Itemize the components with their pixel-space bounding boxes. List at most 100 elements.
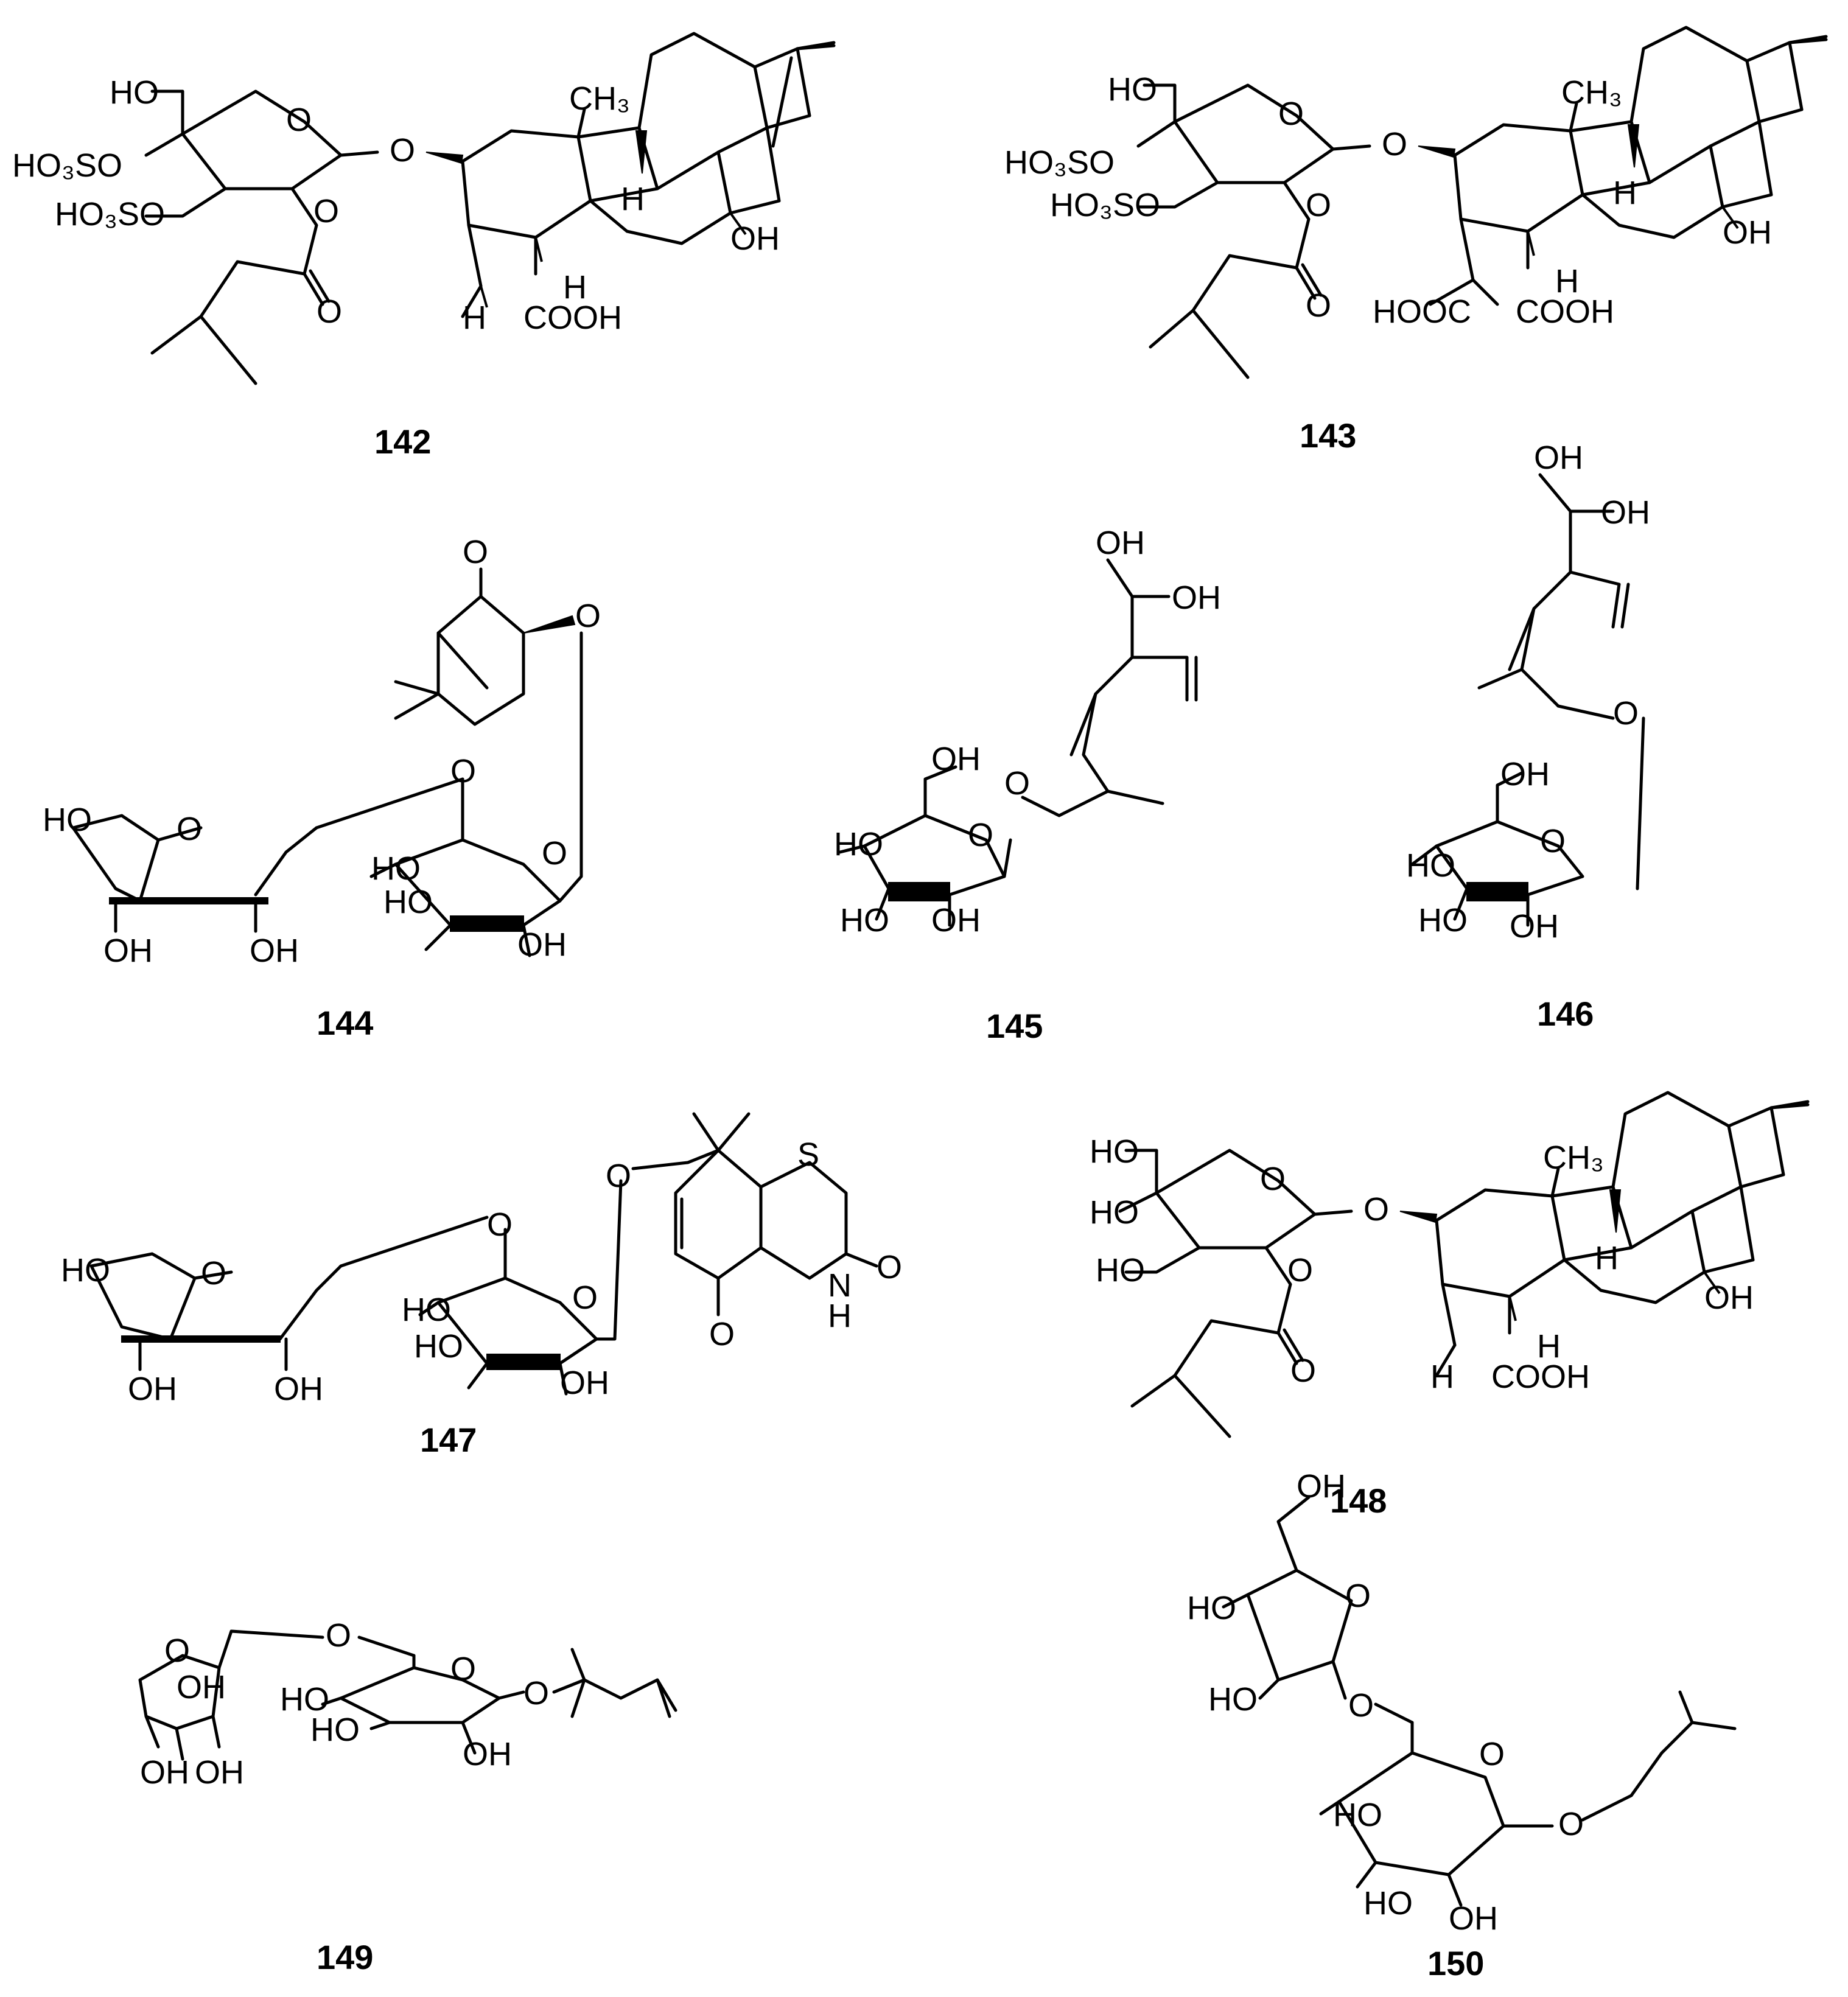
atom-HO: HO bbox=[402, 1292, 451, 1328]
structure-145: OH OH O OH O HO HO OH 145 bbox=[834, 525, 1221, 1045]
atom-HO: HO bbox=[1208, 1681, 1258, 1718]
atom-COOH: COOH bbox=[523, 299, 622, 336]
atom-OH: OH bbox=[140, 1754, 189, 1791]
atom-HO: HO bbox=[834, 826, 883, 862]
atom-O: O bbox=[164, 1632, 190, 1669]
structure-142: HO O HO₃SO HO₃SO O O O CH₃ H OH H H COOH… bbox=[12, 32, 836, 461]
atom-OH: OH bbox=[128, 1371, 177, 1407]
structure-147: HO O OH OH O O HO HO OH O S N H O O 147 bbox=[61, 1112, 902, 1459]
atom-OH: OH bbox=[195, 1754, 244, 1791]
compound-label-147: 147 bbox=[420, 1421, 477, 1459]
atom-OH: OH bbox=[1704, 1279, 1754, 1316]
atom-O: O bbox=[1345, 1578, 1371, 1614]
atom-O: O bbox=[326, 1617, 351, 1654]
atom-H: H bbox=[1537, 1328, 1561, 1365]
atom-HO: HO bbox=[1090, 1194, 1139, 1231]
atom-OH: OH bbox=[250, 932, 299, 969]
atom-O: O bbox=[1540, 823, 1566, 859]
structure-143: HO O HO₃SO HO₃SO O O O CH₃ H OH H HOOC C… bbox=[1004, 26, 1828, 455]
atom-HO: HO bbox=[1096, 1252, 1145, 1289]
structure-146: OH OH O OH O HO HO OH 146 bbox=[1406, 439, 1650, 1033]
atom-HO: HO bbox=[1333, 1797, 1382, 1833]
atom-H: H bbox=[1595, 1240, 1619, 1276]
atom-OH: OH bbox=[463, 1736, 512, 1772]
atom-O: O bbox=[390, 132, 415, 169]
atom-O: O bbox=[1278, 96, 1304, 132]
compound-label-149: 149 bbox=[317, 1938, 373, 1976]
atom-HO3SO: HO₃SO bbox=[12, 147, 122, 184]
atom-O: O bbox=[709, 1316, 735, 1352]
atom-HO: HO bbox=[110, 74, 159, 111]
atom-OH: OH bbox=[730, 220, 780, 257]
atom-OH: OH bbox=[931, 902, 981, 939]
atom-O: O bbox=[1348, 1687, 1374, 1724]
atom-O: O bbox=[877, 1249, 902, 1285]
atom-COOH: COOH bbox=[1516, 293, 1614, 330]
atom-O: O bbox=[1613, 695, 1639, 732]
atom-OH: OH bbox=[1723, 214, 1772, 251]
atom-OH: OH bbox=[1500, 756, 1550, 792]
atom-O: O bbox=[463, 534, 488, 570]
atom-OH: OH bbox=[1096, 525, 1145, 561]
atom-OH: OH bbox=[1510, 908, 1559, 945]
atom-HO: HO bbox=[371, 850, 421, 887]
atom-O: O bbox=[968, 817, 993, 853]
atom-HO3SO: HO₃SO bbox=[1050, 187, 1160, 223]
atom-HO: HO bbox=[414, 1328, 463, 1365]
atom-O: O bbox=[286, 102, 312, 138]
atom-HO: HO bbox=[280, 1681, 329, 1718]
structure-150: OH HO O HO O O HO O HO OH 150 bbox=[1187, 1468, 1737, 1982]
atom-O: O bbox=[1306, 287, 1331, 324]
atom-OH: OH bbox=[1601, 494, 1650, 531]
atom-OH: OH bbox=[1172, 579, 1221, 616]
atom-O: O bbox=[1306, 187, 1331, 223]
atom-O: O bbox=[450, 1651, 476, 1687]
atom-OH: OH bbox=[1534, 439, 1583, 476]
atom-H: H bbox=[621, 181, 645, 217]
atom-OH: OH bbox=[1449, 1900, 1498, 1937]
atom-O: O bbox=[1558, 1806, 1584, 1842]
compound-label-145: 145 bbox=[986, 1007, 1043, 1045]
atom-HO: HO bbox=[1090, 1133, 1139, 1170]
atom-O: O bbox=[606, 1158, 631, 1194]
atom-O: O bbox=[1382, 126, 1407, 163]
atom-O: O bbox=[201, 1255, 226, 1292]
atom-O: O bbox=[1004, 765, 1030, 802]
compound-label-142: 142 bbox=[374, 422, 431, 461]
atom-HO: HO bbox=[61, 1252, 110, 1289]
compound-label-144: 144 bbox=[317, 1004, 373, 1042]
atom-H: H bbox=[828, 1298, 852, 1334]
atom-CH3: CH₃ bbox=[1543, 1139, 1604, 1176]
atom-O: O bbox=[313, 193, 339, 229]
atom-O: O bbox=[1363, 1191, 1389, 1228]
atom-O: O bbox=[575, 598, 601, 634]
atom-HO: HO bbox=[310, 1712, 360, 1748]
compound-label-150: 150 bbox=[1427, 1944, 1484, 1982]
compound-label-148: 148 bbox=[1330, 1481, 1387, 1520]
atom-HO: HO bbox=[1418, 902, 1468, 939]
atom-COOH: COOH bbox=[1491, 1359, 1590, 1395]
atom-CH3: CH₃ bbox=[569, 80, 630, 117]
atom-HO: HO bbox=[1187, 1590, 1236, 1626]
atom-O: O bbox=[572, 1279, 598, 1316]
atom-OH: OH bbox=[517, 926, 567, 963]
atom-H: H bbox=[1430, 1359, 1454, 1395]
atom-H: H bbox=[563, 269, 587, 306]
compound-label-143: 143 bbox=[1300, 416, 1356, 455]
atom-HO: HO bbox=[383, 884, 433, 920]
atom-HOOC: HOOC bbox=[1373, 293, 1471, 330]
atom-HO3SO: HO₃SO bbox=[1004, 144, 1115, 181]
compound-label-146: 146 bbox=[1537, 995, 1594, 1033]
atom-N: N bbox=[828, 1267, 852, 1304]
atom-O: O bbox=[1290, 1352, 1316, 1389]
atom-HO3SO: HO₃SO bbox=[55, 196, 165, 233]
atom-HO: HO bbox=[1406, 847, 1455, 884]
atom-OH: OH bbox=[274, 1371, 323, 1407]
atom-O: O bbox=[523, 1675, 549, 1712]
atom-H: H bbox=[1555, 263, 1579, 299]
atom-O: O bbox=[542, 835, 567, 872]
atom-O: O bbox=[487, 1206, 513, 1243]
atom-HO: HO bbox=[1108, 71, 1157, 108]
atom-OH: OH bbox=[103, 932, 153, 969]
